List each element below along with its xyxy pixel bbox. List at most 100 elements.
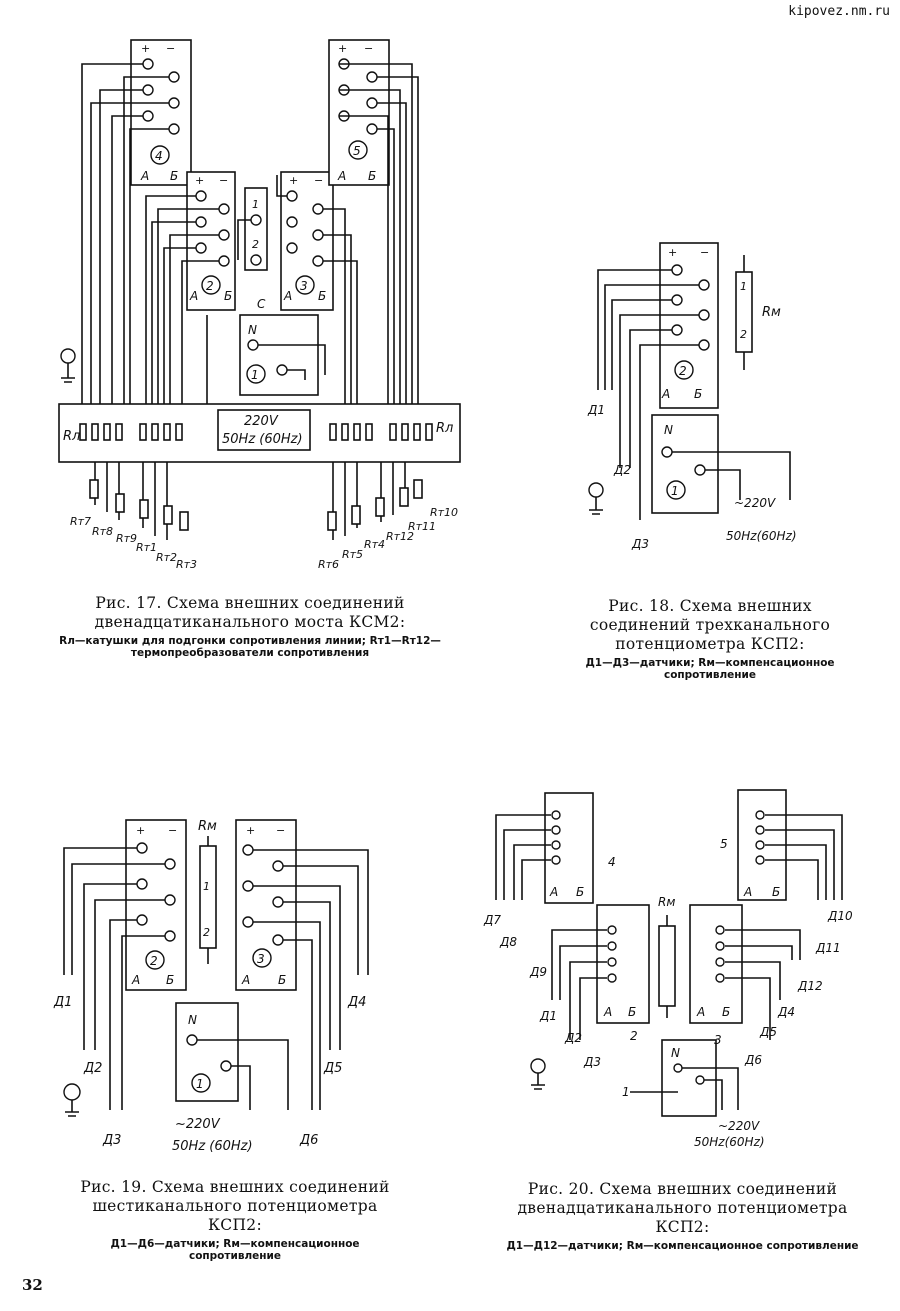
module-5-number: 5 <box>353 144 361 158</box>
module-5-plus: + <box>338 42 347 55</box>
module-2-a: А <box>189 289 198 303</box>
fig20-callout-2: 2 <box>630 1029 638 1043</box>
rt4-label: Rт4 <box>364 538 385 551</box>
fig20-m4-b: Б <box>576 885 584 899</box>
fig18-plus: + <box>668 246 677 259</box>
fig18-voltage: ~220V <box>734 496 776 510</box>
rm17-2: 2 <box>252 238 259 251</box>
figure-20-caption: Рис. 20. Схема внешних соединений двенад… <box>495 1180 870 1252</box>
figure-18-diagram: + − 2 А Б 1 2 Rм Д1 Д2 Д3 N 1 ~220V 50Hz… <box>587 242 797 551</box>
fig18-rm-2: 2 <box>740 328 747 341</box>
thermoresistors-left <box>89 462 189 540</box>
fig19-m2-a: А <box>131 973 140 987</box>
fig20-module-2 <box>596 904 650 1024</box>
fig20-n: N <box>671 1046 680 1060</box>
fig19-rm-label: Rм <box>198 819 217 834</box>
fig18-module-2 <box>659 242 719 409</box>
module-2-plus: + <box>195 174 204 187</box>
figure-18-caption: Рис. 18. Схема внешних соединений трехка… <box>580 597 840 681</box>
module-5-minus: − <box>364 42 373 55</box>
fig20-d2: Д2 <box>564 1031 582 1045</box>
fig18-rm-1: 1 <box>740 280 747 293</box>
fig18-n: N <box>664 423 673 437</box>
fig20-d11: Д11 <box>815 941 841 955</box>
fig20-callout-1: 1 <box>622 1085 630 1099</box>
module-2-b: Б <box>224 289 232 303</box>
fig19-d2: Д2 <box>83 1061 102 1076</box>
fig20-d8: Д8 <box>499 935 517 949</box>
figure-20-legend: Д1—Д12—датчики; Rм—компенсационное сопро… <box>506 1240 859 1252</box>
fig19-m3-number: 3 <box>257 952 265 966</box>
figure-19-diagram: + − 2 А Б 1 2 Rм + − 3 А Б Д1 <box>53 819 369 1154</box>
module-4-a: А <box>140 169 149 183</box>
fig20-d10: Д10 <box>827 909 853 923</box>
fig19-d5: Д5 <box>323 1061 342 1076</box>
fig18-a: А <box>661 387 670 401</box>
rl-resistors-left <box>79 423 183 441</box>
page-number: 32 <box>22 1276 43 1294</box>
fig19-m3-plus: + <box>246 824 255 837</box>
fig19-d6: Д6 <box>299 1133 318 1148</box>
fig19-voltage: ~220V <box>175 1117 221 1132</box>
thermoresistors-right <box>327 462 423 540</box>
fig19-ground-icon <box>63 1083 81 1101</box>
figure-19-title: Рис. 19. Схема внешних соединений шестик… <box>80 1178 390 1234</box>
fig20-d7: Д7 <box>483 913 501 927</box>
rt9-label: Rт9 <box>116 532 137 545</box>
ground-icon <box>60 348 76 364</box>
module-3-number: 3 <box>300 279 308 293</box>
fig17-power-number: 1 <box>251 368 259 382</box>
fig20-d9: Д9 <box>529 965 547 979</box>
bar-voltage: 220V <box>244 414 279 429</box>
fig20-d5: Д5 <box>759 1025 777 1039</box>
module-4-badge <box>150 145 170 165</box>
fig18-frequency: 50Hz(60Hz) <box>726 529 797 543</box>
module-3-minus: − <box>314 174 323 187</box>
fig18-d3: Д3 <box>631 537 649 551</box>
fig18-power-module <box>651 414 719 514</box>
figure-17-diagram: + − 4 А Б + − 2 А Б 1 2 + − 3 А Б <box>58 39 461 571</box>
fig20-m5-a: А <box>743 885 752 899</box>
fig20-rm-label: Rм <box>658 895 675 909</box>
figure-18-title: Рис. 18. Схема внешних соединений трехка… <box>589 597 831 653</box>
fig20-callout-4: 4 <box>608 855 616 869</box>
fig17-n: N <box>248 323 257 337</box>
fig20-d4: Д4 <box>777 1005 795 1019</box>
rt5-label: Rт5 <box>342 548 363 561</box>
fig20-callout-5: 5 <box>720 837 728 851</box>
fig19-frequency: 50Hz (60Hz) <box>172 1139 253 1154</box>
figure-17-caption: Рис. 17. Схема внешних соединений двенад… <box>30 594 470 659</box>
rm-block-fig17 <box>244 187 268 271</box>
fig20-ground-icon <box>530 1058 546 1074</box>
fig20-m3-a: А <box>696 1005 705 1019</box>
rt8-label: Rт8 <box>92 525 113 538</box>
fig19-d1: Д1 <box>53 995 72 1010</box>
figure-19-legend: Д1—Д6—датчики; Rм—компенсационное сопрот… <box>110 1238 360 1262</box>
fig20-callout-3: 3 <box>714 1033 722 1047</box>
fig20-m2-b: Б <box>628 1005 636 1019</box>
module-4-plus: + <box>141 42 150 55</box>
rt12-label: Rт12 <box>386 530 414 543</box>
rm17-1: 1 <box>252 198 259 211</box>
figure-17-title: Рис. 17. Схема внешних соединений двенад… <box>94 594 406 631</box>
rt6-label: Rт6 <box>318 558 339 571</box>
fig18-rm-label: Rм <box>762 305 781 320</box>
fig19-m3-b: Б <box>278 973 286 987</box>
rl-resistors-right <box>329 423 433 441</box>
module-5-b: Б <box>368 169 376 183</box>
fig20-frequency: 50Hz(60Hz) <box>694 1135 765 1149</box>
rl-left: Rл <box>63 429 80 444</box>
fig17-c-label: C <box>257 297 266 311</box>
module-4-minus: − <box>166 42 175 55</box>
fig19-m3-minus: − <box>276 824 285 837</box>
rt10-label: Rт10 <box>430 506 458 519</box>
figure-20-title: Рис. 20. Схема внешних соединений двенад… <box>517 1180 848 1236</box>
fig18-d1: Д1 <box>587 403 605 417</box>
module-2-number: 2 <box>206 279 214 293</box>
figure-18-legend: Д1—Д3—датчики; Rм—компенсационное сопрот… <box>585 657 835 681</box>
module-5-block <box>328 39 390 186</box>
rl-right: Rл <box>436 421 453 436</box>
rt3-label: Rт3 <box>176 558 197 571</box>
fig20-m4-a: А <box>549 885 558 899</box>
